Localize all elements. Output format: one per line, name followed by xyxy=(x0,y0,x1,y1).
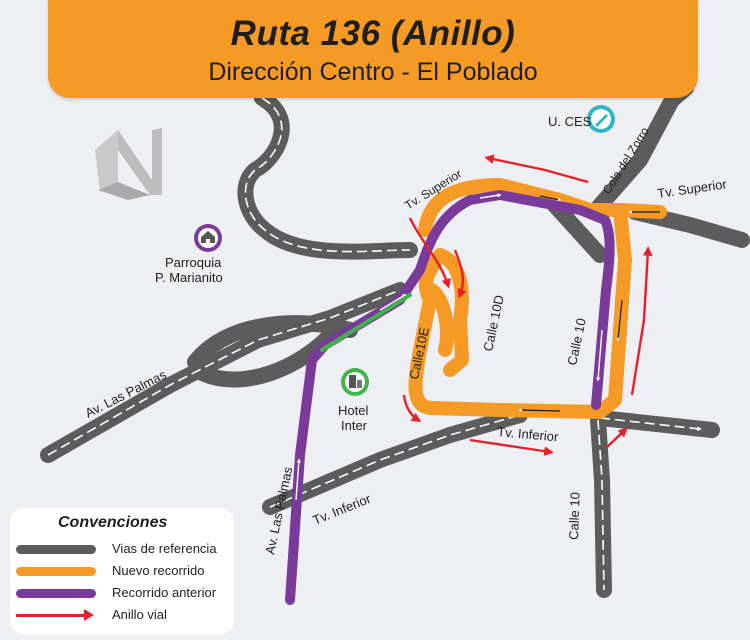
ring-road-arrows xyxy=(402,154,653,456)
hotel-icon xyxy=(341,368,369,396)
label-parroquia-2: P. Marianito xyxy=(155,270,223,285)
green-segment xyxy=(320,293,412,352)
old-route-path xyxy=(285,190,615,605)
church-icon xyxy=(194,224,222,252)
label-calle10-top: Calle 10 xyxy=(564,317,589,367)
legend: Convenciones Vias de referencia Nuevo re… xyxy=(10,508,234,634)
label-hotel-2: Inter xyxy=(341,418,368,433)
title-banner: Ruta 136 (Anillo) Dirección Centro - El … xyxy=(48,0,698,98)
ring-arrow-southwest xyxy=(402,394,422,423)
reference-road-centerlines xyxy=(47,97,702,591)
label-calle10-bottom: Calle 10 xyxy=(566,492,583,540)
label-calle10e: Calle10E xyxy=(406,326,432,381)
legend-label: Anillo vial xyxy=(112,607,167,622)
label-ces: U. CES xyxy=(548,114,592,129)
new-route-arrows xyxy=(518,195,660,412)
legend-label: Vias de referencia xyxy=(112,541,217,556)
legend-item-new-route: Nuevo recorrido xyxy=(16,562,232,580)
new-route-inner xyxy=(425,283,454,357)
legend-label: Recorrido anterior xyxy=(112,585,217,600)
ring-arrow-south xyxy=(469,438,554,456)
old-route-arrows xyxy=(295,193,603,501)
legend-item-reference: Vias de referencia xyxy=(16,540,232,558)
new-route-ring xyxy=(408,178,667,419)
legend-swatch-old-route xyxy=(16,589,96,598)
page-title: Ruta 136 (Anillo) xyxy=(230,14,516,53)
page-subtitle: Dirección Centro - El Poblado xyxy=(208,58,538,86)
ring-arrow-inner-west xyxy=(408,217,451,289)
pencil-icon xyxy=(587,105,615,133)
label-calle10d: Calle 10D xyxy=(480,294,507,353)
label-hotel-1: Hotel xyxy=(338,403,368,418)
legend-swatch-reference xyxy=(16,545,96,554)
label-tv-inferior-left: Tv. Inferior xyxy=(311,491,374,528)
label-tv-inferior-right: Tv. Inferior xyxy=(497,424,560,444)
legend-label: Nuevo recorrido xyxy=(112,563,205,578)
label-tv-superior-right: Tv. Superior xyxy=(656,176,728,201)
label-parroquia-1: Parroquia xyxy=(165,255,222,270)
old-route xyxy=(285,190,615,605)
legend-item-ring: Anillo vial xyxy=(16,606,232,624)
ring-arrow-east xyxy=(630,246,653,396)
legend-item-old-route: Recorrido anterior xyxy=(16,584,232,602)
ring-arrow-southeast xyxy=(605,427,628,449)
legend-swatch-new-route xyxy=(16,567,96,576)
ring-arrow-north xyxy=(484,154,589,184)
legend-title: Convenciones xyxy=(58,514,168,531)
legend-swatch-ring xyxy=(16,609,94,621)
road-north-winding xyxy=(237,90,418,260)
new-route xyxy=(408,178,667,419)
ring-arrow-inner-west-2 xyxy=(453,249,467,299)
north-icon xyxy=(95,128,162,200)
